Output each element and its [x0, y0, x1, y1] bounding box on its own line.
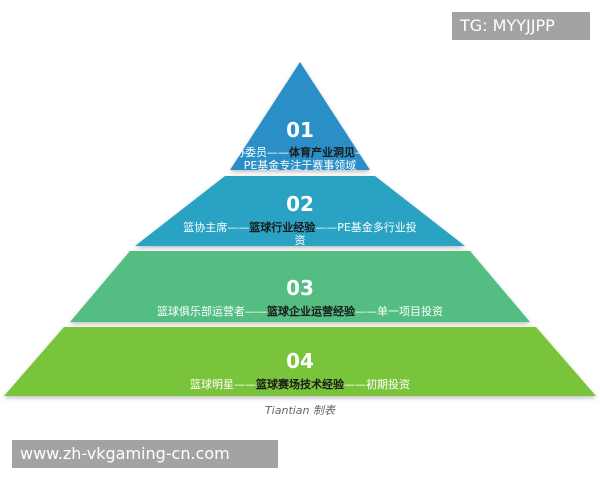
desc-text: 政协委员—— — [223, 146, 289, 159]
watermark-bottom: www.zh-vkgaming-cn.com — [12, 440, 278, 468]
tier-1-number: 01 — [286, 118, 314, 142]
highlight-text: 篮球行业经验 — [249, 221, 316, 234]
tier-1-shape — [230, 62, 370, 170]
credit-caption: Tiantian 制表 — [264, 404, 336, 417]
tier-2-description: 篮协主席——篮球行业经验——PE基金多行业投资 — [150, 221, 450, 247]
highlight-text: 篮球赛场技术经验 — [256, 378, 344, 391]
desc-text: ——初期投资 — [344, 378, 410, 391]
tier-3-number: 03 — [286, 276, 314, 300]
highlight-text: 篮球企业运营经验 — [267, 305, 355, 318]
tier-3-shape — [70, 251, 530, 322]
tier-2-desc-line: 篮协主席——篮球行业经验——PE基金多行业投 — [150, 221, 450, 234]
desc-text: 篮协主席—— — [183, 221, 250, 234]
tier-4-description: 篮球明星——篮球赛场技术经验——初期投资 — [110, 378, 490, 391]
tier-1-desc-line: PE基金专注于赛事领域 — [200, 159, 400, 172]
tier-2-desc-line: 资 — [150, 234, 450, 247]
tier-2-shape — [135, 176, 465, 246]
desc-text: ——PE基金多行业投 — [315, 221, 417, 234]
tier-3-desc-line: 篮球俱乐部运营者——篮球企业运营经验——单一项目投资 — [110, 305, 490, 318]
tier-1-desc-line: 政协委员——体育产业洞见—— — [200, 146, 400, 159]
highlight-text: 体育产业洞见 — [289, 146, 355, 159]
tier-4-desc-line: 篮球明星——篮球赛场技术经验——初期投资 — [110, 378, 490, 391]
tier-4-number: 04 — [286, 349, 314, 373]
watermark-top: TG: MYYJJPP — [452, 12, 590, 40]
desc-text: PE基金专注于赛事领域 — [243, 159, 357, 172]
desc-text: —— — [355, 146, 377, 159]
desc-text: 资 — [294, 234, 306, 247]
tier-1-description: 政协委员——体育产业洞见——PE基金专注于赛事领域 — [200, 146, 400, 172]
tier-3-description: 篮球俱乐部运营者——篮球企业运营经验——单一项目投资 — [110, 305, 490, 318]
desc-text: 篮球明星—— — [190, 378, 256, 391]
desc-text: ——单一项目投资 — [355, 305, 443, 318]
tier-2-number: 02 — [286, 192, 314, 216]
tier-4-shape — [4, 327, 596, 396]
desc-text: 篮球俱乐部运营者—— — [157, 305, 267, 318]
